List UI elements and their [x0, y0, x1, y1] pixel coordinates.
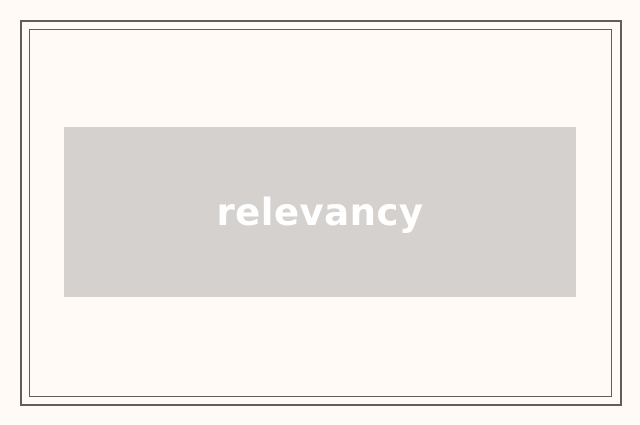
outer-frame — [20, 20, 622, 406]
banner-word: relevancy — [216, 190, 424, 234]
word-banner: relevancy — [64, 127, 576, 297]
inner-frame — [29, 29, 612, 397]
